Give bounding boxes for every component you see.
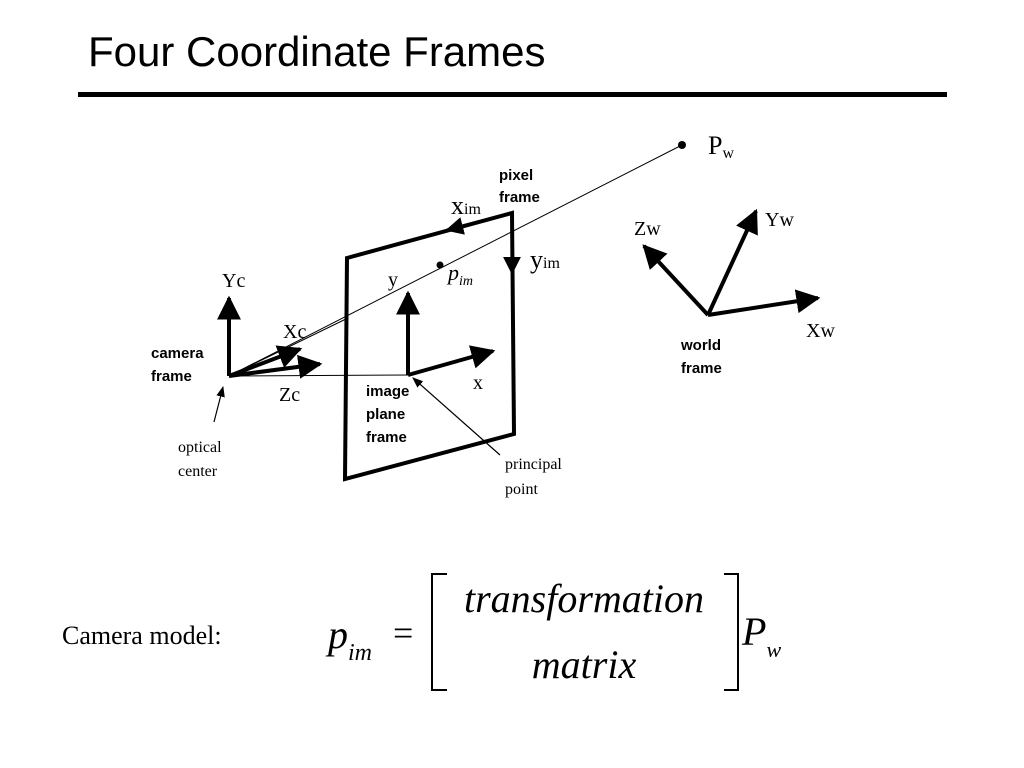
principal-point-label-line2: point [505,481,538,498]
camera-yc-label: Yc [222,270,245,292]
pixel-frame-label-line2: frame [499,189,540,206]
camera-x-axis [228,345,303,378]
page-title: Four Coordinate Frames [88,28,546,75]
camera-to-principal-line [228,374,411,377]
image-x-axis [407,345,496,377]
world-z-axis [642,244,710,317]
world-y-axis [706,208,758,316]
world-zw-label: Zw [634,218,661,240]
matrix-left-bracket [431,573,447,691]
image-y-label: y [388,269,398,291]
pixel-frame-label-line1: pixel [499,167,533,184]
pixel-y-label: yim [530,245,560,274]
camera-model-label: Camera model: [62,621,222,650]
pixel-x-label: xim [451,191,481,220]
image-plane-label-line2: plane [366,406,405,423]
world-point-label: Pw [708,131,734,162]
projection-ray [228,144,683,377]
camera-xc-label: Xc [283,321,306,343]
image-point-dot [436,261,444,269]
world-frame-label-line2: frame [681,360,722,377]
world-xw-label: Xw [806,320,835,342]
camera-frame-label-line2: frame [151,368,192,385]
title-underline [78,92,947,97]
matrix-line2: matrix [532,642,637,687]
matrix-right-bracket [724,573,739,691]
matrix-line1: transformation [464,576,704,621]
world-point-dot [678,141,686,149]
image-plane-label-line1: image [366,383,409,400]
optical-center-pointer [213,385,225,423]
camera-zc-label: Zc [279,384,300,406]
optical-center-label-line2: center [178,463,218,480]
image-x-label: x [473,372,483,394]
principal-point-label-line1: principal [505,456,562,473]
equation-lhs: pim [325,612,372,666]
camera-frame-label-line1: camera [151,345,204,362]
equation-rhs: Pw [741,609,781,662]
image-point-label: pim [446,260,473,289]
optical-center-label-line1: optical [178,439,222,456]
world-yw-label: Yw [765,209,794,231]
image-plane-label-line3: frame [366,429,407,446]
pixel-x-axis [445,211,513,235]
principal-point-pointer [412,377,501,456]
camera-z-axis [228,354,323,379]
equation-equals: = [393,613,413,653]
world-x-axis [707,289,821,317]
world-frame-label-line1: world [680,337,721,354]
